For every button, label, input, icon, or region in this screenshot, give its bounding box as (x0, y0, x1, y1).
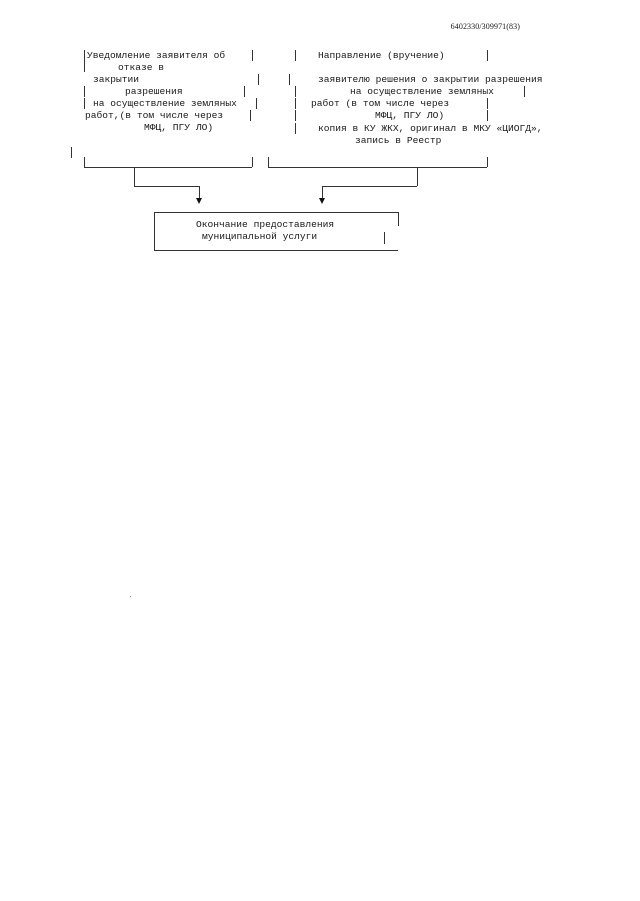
left-line-2: отказе в (118, 62, 165, 73)
left-border-seg (84, 98, 85, 109)
end-line-1: Окончание предоставления (196, 219, 335, 230)
right-border-seg (289, 74, 290, 85)
right-border-seg (295, 50, 296, 61)
end-border-left (154, 212, 155, 250)
right-border-seg (295, 86, 296, 97)
left-line-5: на осуществление земляных (93, 98, 237, 109)
right-border-seg (295, 123, 296, 134)
right-line-7: запись в Реестр (355, 135, 442, 146)
scan-speck (130, 596, 131, 597)
arrow-down-icon (319, 198, 325, 204)
right-line-5: МФЦ, ПГУ ЛО) (375, 110, 445, 121)
left-border-seg (84, 50, 85, 72)
left-border-seg (250, 110, 251, 121)
right-border-seg (487, 110, 488, 121)
left-line-1: Уведомление заявителя об (87, 50, 226, 61)
left-border-seg (256, 98, 257, 109)
left-border-seg (252, 50, 253, 61)
right-line-4: работ (в том числе через (311, 98, 450, 109)
right-border-seg (295, 98, 296, 109)
right-line-6: копия в КУ ЖКХ, оригинал в МКУ «ЦИОГД», (318, 123, 543, 134)
end-border-right-inner (384, 232, 385, 244)
end-border-bottom (154, 250, 398, 251)
left-border-seg (244, 86, 245, 97)
right-border-bottom (268, 167, 487, 168)
right-line-3: на осуществление земляных (350, 86, 494, 97)
end-border-top (154, 212, 398, 213)
left-line-6: работ,(в том числе через (85, 110, 224, 121)
right-border-seg (295, 110, 296, 121)
left-border-seg (252, 157, 253, 167)
right-border-seg (487, 157, 488, 167)
end-border-right (398, 212, 399, 226)
arrow-down-icon (196, 198, 202, 204)
right-border-seg (524, 86, 525, 97)
document-number: 6402330/309971(83) (450, 22, 520, 31)
left-border-seg (84, 157, 85, 167)
end-line-2: муниципальной услуги (202, 231, 318, 242)
right-line-2: заявителю решения о закрытии разрешения (318, 74, 543, 85)
left-border-bottom (84, 167, 252, 168)
right-border-seg (487, 98, 488, 109)
right-border-seg (487, 50, 488, 61)
left-border-seg (84, 86, 85, 97)
left-line-3: закрытии (93, 74, 140, 85)
right-line-1: Направление (вручение) (318, 50, 445, 61)
left-line-4: разрешения (125, 86, 183, 97)
left-border-seg (258, 74, 259, 85)
left-line-7: МФЦ, ПГУ ЛО) (144, 122, 214, 133)
left-border-seg (71, 147, 72, 158)
right-border-seg (268, 157, 269, 167)
